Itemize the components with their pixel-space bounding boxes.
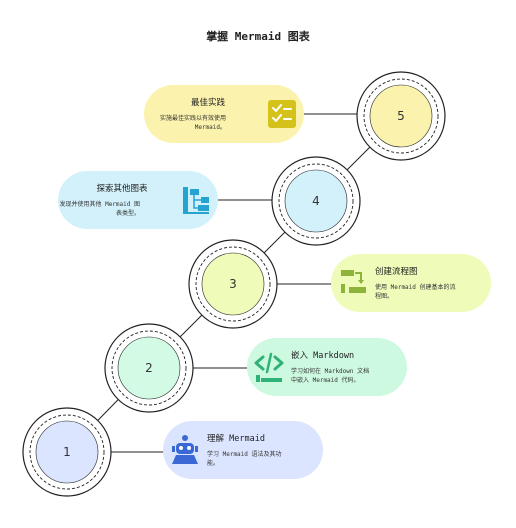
flowchart-icon [341,270,366,293]
step-number: 5 [397,109,405,123]
step-description: 中嵌入 Mermaid 代码。 [291,376,360,384]
checklist-icon [268,100,296,128]
step-card [163,421,323,479]
step-node [117,336,181,400]
step-node [369,84,433,148]
step-description: 学习 Mermaid 语法及其功 [207,450,282,458]
step-card [58,171,218,229]
diagram-icon [183,187,209,214]
connectors [97,146,371,421]
step-card [144,85,304,143]
step-number: 4 [312,194,320,208]
step-card [247,338,407,396]
step-node [284,169,348,233]
step-title: 理解 Mermaid [207,433,265,444]
step-number: 2 [145,361,153,375]
step-description: 使用 Mermaid 创建基本的流 [375,283,456,291]
step-connector [346,146,371,171]
step-description: 发现并使用其他 Mermaid 图 [59,200,140,208]
step-description: 能。 [207,459,219,467]
step-dashed-ring [111,330,187,406]
step-dashed-ring [278,163,354,239]
step-title: 最佳实践 [191,97,226,108]
step-title: 探索其他图表 [96,183,148,194]
step-description: Mermaid。 [195,124,226,131]
code-icon [254,352,284,382]
step-description: 表类型。 [116,209,140,217]
robot-icon [172,435,198,464]
step-node [35,420,99,484]
step-description: 程图。 [375,292,393,300]
step-title: 创建流程图 [375,266,418,277]
step-connector [179,314,203,338]
step-dashed-ring [195,246,271,322]
step-number: 1 [63,445,71,459]
step-number: 3 [229,277,237,291]
diagram-title: 掌握 Mermaid 图表 [206,29,311,43]
step-node [201,252,265,316]
step-dashed-ring [363,78,439,154]
step-connector [97,399,119,421]
step-card [331,254,491,312]
step-description: 实施最佳实践以有效使用 [160,114,226,122]
step-dashed-ring [29,414,105,490]
step-connector [263,231,286,254]
step-description: 学习如何在 Markdown 文档 [291,367,369,375]
step-title: 嵌入 Markdown [291,351,354,361]
